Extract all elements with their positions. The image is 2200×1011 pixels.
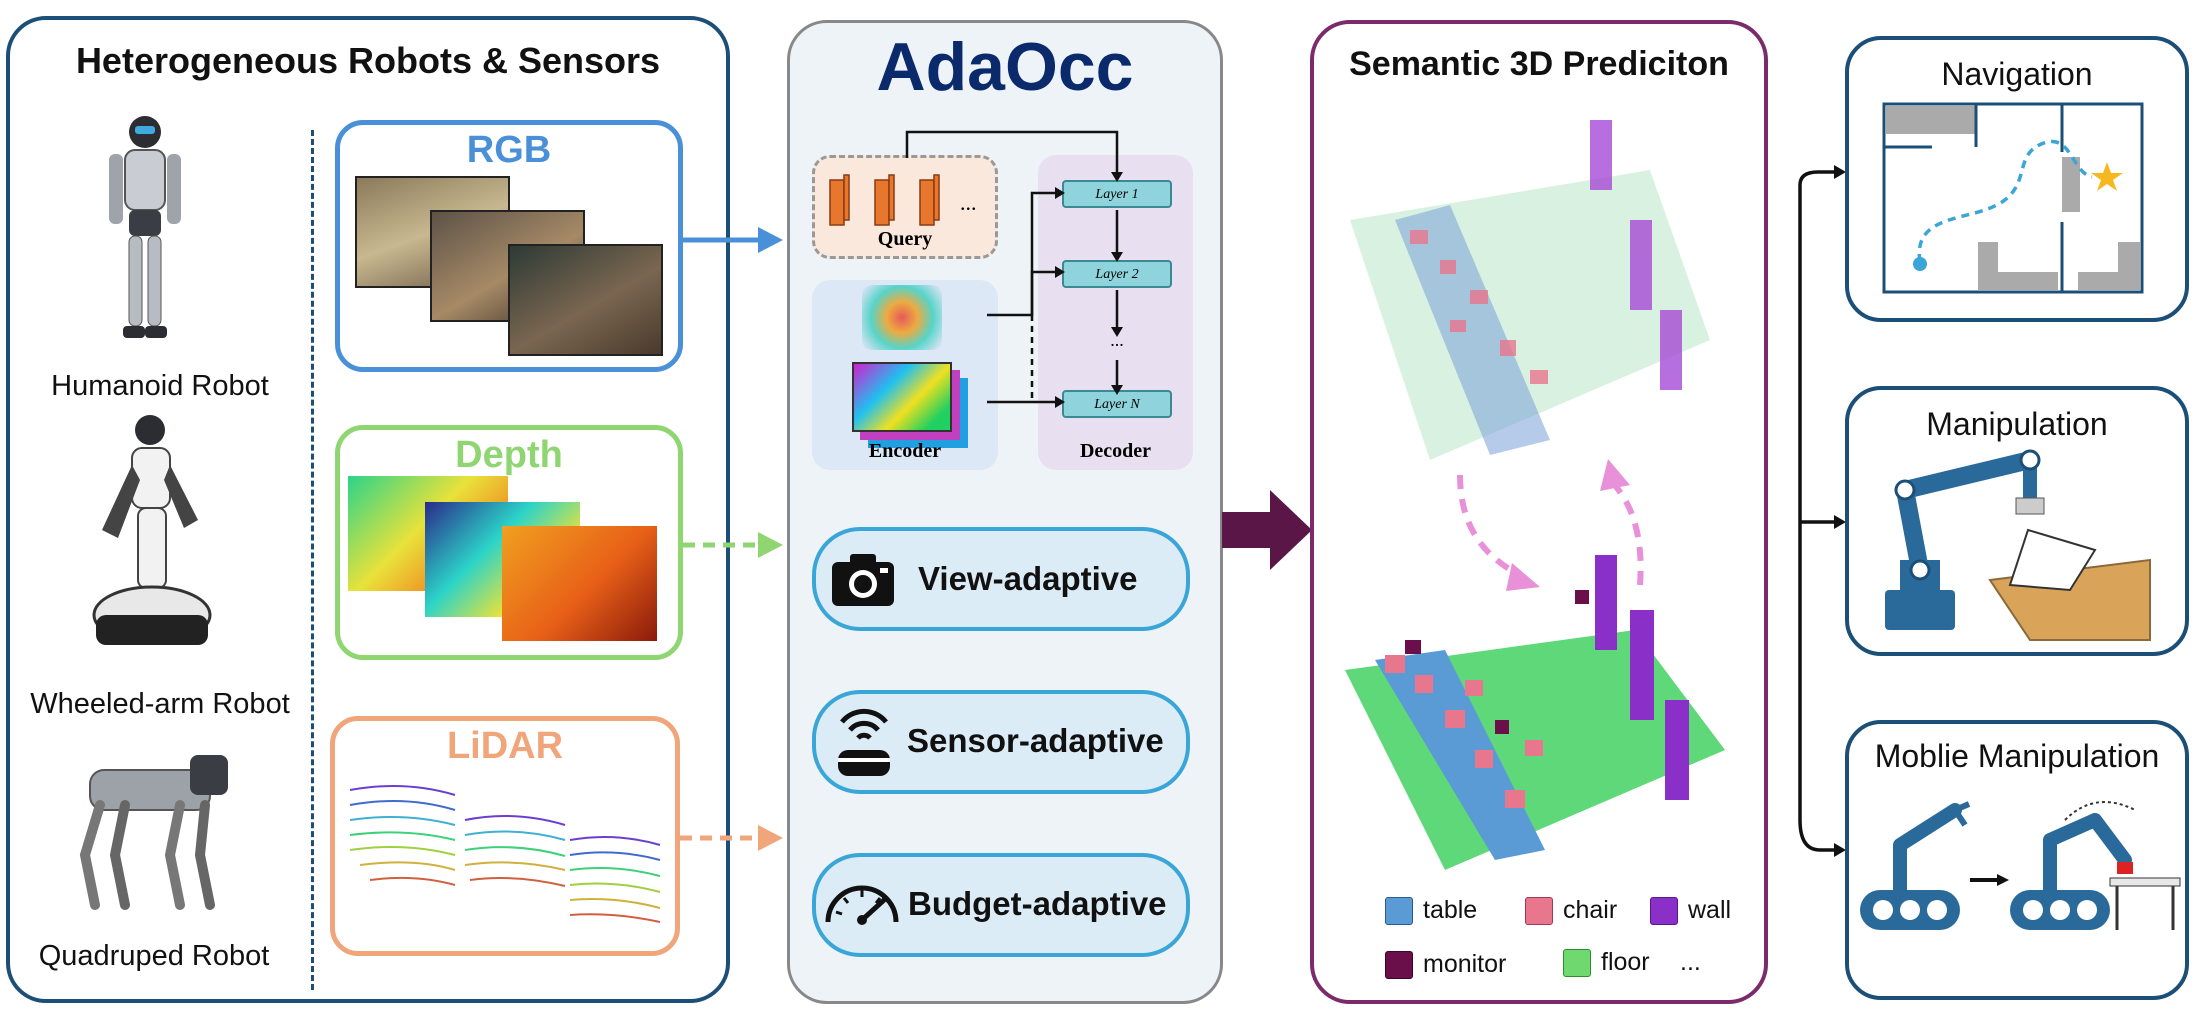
main-flow-arrow (1222, 490, 1312, 570)
adaocc-connector-arrows (905, 130, 1123, 408)
decoder-layer-1: Layer 1 (1062, 180, 1172, 208)
legend-monitor-swatch (1385, 950, 1413, 979)
navigation-label: Navigation (1941, 56, 2093, 92)
camera-icon (832, 554, 894, 606)
voxel-prediction (1345, 555, 1725, 870)
legend-monitor-label: monitor (1423, 950, 1507, 978)
navigation-map-icon (1882, 102, 2144, 294)
lidar-sensor-box: LiDAR (330, 716, 680, 956)
prediction-panel-title: Semantic 3D Prediciton (1349, 45, 1729, 83)
wheeled-arm-robot-icon (92, 415, 212, 645)
sensor-adaptive-label: Sensor-adaptive (907, 722, 1164, 759)
prediction-panel (1310, 20, 1768, 1004)
legend-wall-swatch (1650, 896, 1678, 925)
encoder-feature-maps (852, 362, 952, 432)
robot-label-humanoid: Humanoid Robot (51, 370, 269, 402)
decoder-layer-2-label: Layer 2 (1095, 267, 1139, 282)
query-label: Query (877, 228, 933, 250)
robot-label-quadruped: Quadruped Robot (38, 940, 270, 972)
view-adaptive-label: View-adaptive (918, 560, 1138, 597)
humanoid-robot-icon (109, 116, 181, 338)
mobile-manipulation-label: Moblie Manipulation (1874, 738, 2160, 774)
dashed-divider (311, 130, 314, 990)
decoder-layer-n: Layer N (1062, 390, 1172, 418)
gauge-icon (825, 885, 899, 925)
budget-adaptive-label: Budget-adaptive (908, 885, 1167, 922)
depth-arrow (683, 532, 783, 558)
manipulation-label: Manipulation (1926, 406, 2108, 442)
encoder-3d-volume (862, 285, 942, 350)
decoder-ellipsis: ... (1110, 330, 1124, 350)
legend-wall: wall (1650, 896, 1731, 925)
encoder-label: Encoder (868, 440, 942, 462)
legend-table-label: table (1423, 896, 1478, 924)
refinement-arrows (1457, 459, 1644, 591)
legend-chair-swatch (1525, 896, 1553, 925)
lidar-label: LiDAR (446, 725, 564, 767)
left-panel-title: Heterogeneous Robots & Sensors (75, 40, 661, 81)
robot-label-wheeled-arm: Wheeled-arm Robot (30, 688, 290, 720)
point-cloud-prediction (1350, 120, 1710, 460)
legend-more-label: ... (1680, 948, 1701, 976)
decoder-layer-1-label: Layer 1 (1095, 187, 1139, 202)
sensor-adaptive-pill (812, 690, 1190, 794)
sensor-icon (838, 708, 890, 776)
left-panel (6, 16, 730, 1003)
mobile-robot-icon (1860, 801, 2181, 930)
lidar-arrow (680, 825, 783, 851)
budget-adaptive-pill (812, 853, 1190, 957)
query-tokens-icon (829, 174, 940, 226)
legend-more: ... (1680, 948, 1701, 977)
decoder-layer-n-label: Layer N (1094, 397, 1140, 412)
depth-label: Depth (455, 434, 563, 476)
rgb-image-3 (508, 244, 663, 356)
rgb-arrow (683, 227, 783, 253)
robot-arm-icon (1885, 449, 2151, 641)
task-branch-arrows (1798, 165, 1846, 857)
legend-table-swatch (1385, 896, 1413, 925)
center-panel-title: AdaOcc (876, 29, 1134, 105)
legend-chair-label: chair (1563, 896, 1618, 924)
legend-wall-label: wall (1688, 896, 1732, 924)
legend-monitor: monitor (1385, 950, 1506, 979)
legend-chair: chair (1525, 896, 1617, 925)
quadruped-robot-icon (79, 755, 228, 910)
legend-floor-swatch (1563, 948, 1591, 977)
legend-table: table (1385, 896, 1477, 925)
query-ellipsis: ... (960, 190, 977, 215)
legend-floor-label: floor (1601, 948, 1650, 976)
lidar-point-cloud (349, 785, 661, 923)
rgb-label: RGB (466, 129, 552, 171)
decoder-label: Decoder (1079, 440, 1152, 462)
legend-floor: floor (1563, 948, 1650, 977)
depth-image-3 (502, 526, 657, 641)
